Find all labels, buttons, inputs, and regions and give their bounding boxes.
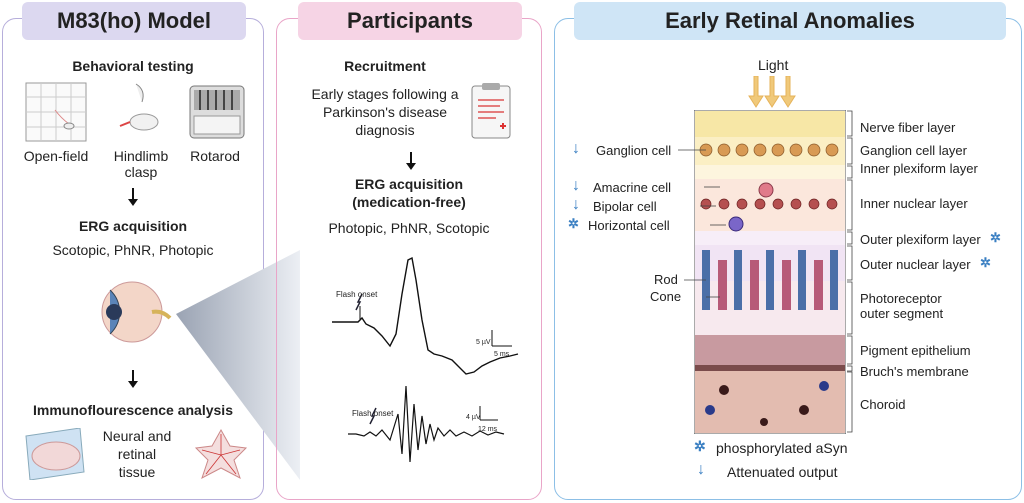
- tissue-line1: Neural and: [102, 428, 172, 444]
- horizontal-cell-label: Horizontal cell: [588, 218, 670, 233]
- down-arrow-icon: ↓: [697, 461, 705, 478]
- flash-onset-label-2: Flash onset: [352, 409, 394, 418]
- photoreceptor-label: Photoreceptor: [860, 291, 942, 306]
- outer-plexiform-label: Outer plexiform layer: [860, 232, 981, 247]
- light-arrows: [748, 76, 796, 108]
- erg-heading-model: ERG acquisition: [78, 218, 188, 234]
- early-line1: Early stages following a: [311, 86, 459, 102]
- leader-lines-left: [678, 149, 726, 298]
- scale-uv-2: 4 µV: [466, 414, 481, 421]
- erg-medfree: (medication-free): [352, 194, 466, 210]
- arrow-down: [128, 370, 138, 388]
- retina-flatmount-icon: [194, 428, 248, 480]
- recruitment-heading: Recruitment: [344, 58, 426, 74]
- behavioral-heading: Behavioral testing: [72, 58, 194, 74]
- bruchs-membrane-label: Bruch's membrane: [860, 364, 969, 379]
- erg-protocols-model: Scotopic, PhNR, Photopic: [52, 242, 214, 258]
- choroid-label: Choroid: [860, 397, 906, 412]
- eye-icon: [101, 281, 172, 343]
- photopic-erg-trace: [332, 256, 519, 375]
- bipolar-cell-label: Bipolar cell: [593, 199, 657, 214]
- legend-attenuated: Attenuated output: [727, 464, 838, 480]
- participants-title: Participants: [298, 2, 522, 40]
- early-line3: diagnosis: [355, 122, 415, 138]
- asyn-icon: ✲: [980, 255, 991, 270]
- hindlimb-label: Hindlimb: [113, 148, 169, 164]
- retina-title: Early Retinal Anomalies: [574, 2, 1006, 40]
- nerve-fiber-layer-label: Nerve fiber layer: [860, 120, 956, 135]
- arrow-down: [406, 152, 416, 170]
- erg-trace-box: [300, 250, 526, 480]
- brain-icon: [25, 428, 85, 480]
- immuno-heading: Immunoflourescence analysis: [33, 402, 233, 418]
- light-label: Light: [758, 57, 789, 73]
- scale-ms-2: 12 ms: [478, 426, 498, 433]
- layer-brackets: [847, 110, 853, 433]
- clasp-label: clasp: [124, 164, 158, 180]
- cone-label: Cone: [650, 289, 682, 304]
- ganglion-layer-label: Ganglion cell layer: [860, 143, 967, 158]
- rod-label: Rod: [654, 272, 678, 287]
- asyn-icon: ✲: [990, 230, 1001, 245]
- down-arrow-icon: ↓: [572, 140, 580, 157]
- erg-heading-participants: ERG acquisition: [354, 176, 464, 192]
- inner-nuclear-label: Inner nuclear layer: [860, 196, 968, 211]
- ganglion-cell-label: Ganglion cell: [596, 143, 672, 158]
- flash-onset-label-1: Flash onset: [336, 290, 378, 299]
- outer-segment-label: outer segment: [860, 306, 944, 321]
- asyn-icon: ✲: [568, 216, 579, 231]
- rotarod-label: Rotarod: [190, 148, 240, 164]
- scale-uv-1: 5 µV: [476, 339, 491, 346]
- rotarod-icon: [189, 85, 245, 139]
- asyn-icon: ✲: [694, 438, 706, 454]
- scale-ms-1: 5 ms: [494, 351, 510, 358]
- down-arrow-icon: ↓: [572, 196, 580, 213]
- arrow-down: [128, 188, 138, 206]
- inner-plexiform-label: Inner plexiform layer: [860, 161, 978, 176]
- hindlimb-clasp-icon: [119, 83, 159, 131]
- model-title: M83(ho) Model: [22, 2, 246, 40]
- tissue-line2: retinal: [117, 446, 157, 462]
- legend-asyn: phosphorylated aSyn: [716, 440, 848, 456]
- pigment-epithelium-label: Pigment epithelium: [860, 343, 971, 358]
- outer-nuclear-label: Outer nuclear layer: [860, 257, 971, 272]
- clipboard-icon: [471, 83, 511, 139]
- amacrine-cell-label: Amacrine cell: [593, 180, 672, 195]
- open-field-label: Open-field: [23, 148, 89, 164]
- erg-protocols-participants: Photopic, PhNR, Scotopic: [328, 220, 490, 236]
- early-line2: Parkinson's disease: [322, 104, 448, 120]
- tissue-line3: tissue: [118, 464, 156, 480]
- zoom-wedge: [176, 250, 300, 480]
- down-arrow-icon: ↓: [572, 177, 580, 194]
- open-field-icon: [25, 82, 87, 142]
- phnr-erg-trace: [348, 385, 505, 463]
